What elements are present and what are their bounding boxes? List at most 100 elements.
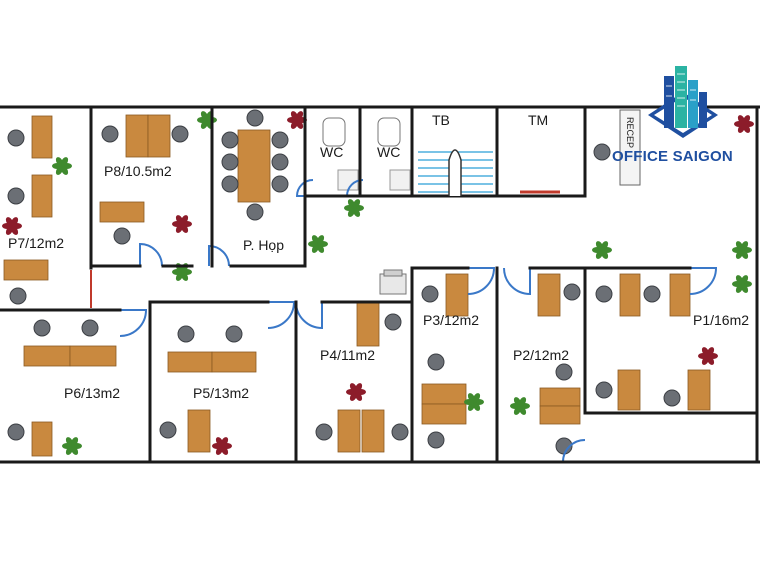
office-chair-icon [391, 423, 409, 441]
desk-icon [23, 345, 71, 367]
desk-icon [3, 259, 49, 281]
office-chair-icon [427, 353, 445, 371]
desk-icon [619, 273, 641, 317]
room-label-wc-1: WC [320, 144, 343, 160]
reception-desk [619, 109, 641, 186]
desk-icon [669, 273, 691, 317]
office-chair-icon [7, 423, 25, 441]
office-chair-icon [221, 131, 239, 149]
potted-plant-icon [706, 347, 715, 357]
brand-name: OFFICE SAIGON [612, 148, 733, 165]
office-chair-icon [563, 283, 581, 301]
room-label-p3: P3/12m2 [423, 312, 479, 328]
potted-plant-icon [742, 115, 751, 125]
sink-icon [337, 169, 359, 191]
office-chair-icon [593, 143, 611, 161]
desk-icon [237, 129, 271, 203]
desk-icon [337, 409, 361, 453]
potted-plant-icon [352, 199, 361, 209]
office-chair-icon [271, 153, 289, 171]
door-swing-icon [503, 267, 531, 296]
office-chair-icon [7, 187, 25, 205]
room-label-tb: TB [432, 112, 450, 128]
building-logo-icon [648, 66, 718, 138]
sink-icon [389, 169, 411, 191]
potted-plant-icon [60, 157, 69, 167]
potted-plant-icon [70, 437, 79, 447]
office-chair-icon [271, 175, 289, 193]
desk-icon [356, 301, 380, 347]
office-chair-icon [113, 227, 131, 245]
office-chair-icon [384, 313, 402, 331]
potted-plant-icon [740, 241, 749, 251]
door-swing-icon [689, 267, 718, 295]
potted-plant-icon [316, 235, 325, 245]
potted-plant-icon [354, 383, 363, 393]
potted-plant-icon [180, 215, 189, 225]
desk-icon [69, 345, 117, 367]
office-chair-icon [177, 325, 195, 343]
room-label-p5: P5/13m2 [193, 385, 249, 401]
office-chair-icon [663, 389, 681, 407]
door-swing-icon [139, 242, 163, 267]
desk-icon [361, 409, 385, 453]
potted-plant-icon [472, 393, 481, 403]
door-swing-icon [267, 301, 296, 329]
desk-icon [211, 351, 257, 373]
desk-icon [99, 201, 145, 223]
toilet-icon [377, 117, 401, 147]
room-label-p2: P2/12m2 [513, 347, 569, 363]
office-chair-icon [159, 421, 177, 439]
furniture-layer [2, 109, 754, 463]
room-labels: P7/12m2 P8/10.5m2 P. Họp WC WC TB TM P6/… [8, 112, 749, 401]
door-swing-icon [295, 301, 323, 330]
room-label-p1: P1/16m2 [693, 312, 749, 328]
potted-plant-icon [220, 437, 229, 447]
room-label-p6: P6/13m2 [64, 385, 120, 401]
desk-icon [539, 387, 581, 407]
potted-plant-icon [740, 275, 749, 285]
desk-icon [539, 405, 581, 425]
room-label-meeting: P. Họp [243, 237, 284, 253]
door-swing-icon [119, 309, 148, 337]
desk-icon [167, 351, 213, 373]
reception-label: RECEP [625, 117, 635, 148]
door-swing-icon [295, 179, 314, 197]
staircase-icon [418, 149, 493, 196]
desk-icon [31, 115, 53, 159]
room-label-tm: TM [528, 112, 548, 128]
desk-icon [421, 403, 467, 425]
office-chair-icon [315, 423, 333, 441]
office-chair-icon [271, 131, 289, 149]
office-chair-icon [427, 431, 445, 449]
office-chair-icon [246, 203, 264, 221]
office-chair-icon [246, 109, 264, 127]
office-chair-icon [595, 381, 613, 399]
desk-icon [31, 174, 53, 218]
desk-icon [687, 369, 711, 411]
room-label-p7: P7/12m2 [8, 235, 64, 251]
office-chair-icon [555, 363, 573, 381]
toilet-icon [322, 117, 346, 147]
office-chair-icon [81, 319, 99, 337]
office-chair-icon [421, 285, 439, 303]
room-label-wc-2: WC [377, 144, 400, 160]
desk-icon [31, 421, 53, 457]
potted-plant-icon [10, 217, 19, 227]
printer-icon [379, 269, 407, 295]
room-label-p8: P8/10.5m2 [104, 163, 172, 179]
office-chair-icon [595, 285, 613, 303]
potted-plant-icon [600, 241, 609, 251]
office-chair-icon [221, 153, 239, 171]
office-chair-icon [101, 125, 119, 143]
walls-layer [0, 105, 760, 464]
door-swing-icon [467, 267, 496, 295]
desk-icon [421, 383, 467, 405]
potted-plant-icon [518, 397, 527, 407]
door-swing-icon [208, 244, 230, 267]
desk-icon [617, 369, 641, 411]
office-chair-icon [7, 129, 25, 147]
office-chair-icon [225, 325, 243, 343]
office-chair-icon [221, 175, 239, 193]
